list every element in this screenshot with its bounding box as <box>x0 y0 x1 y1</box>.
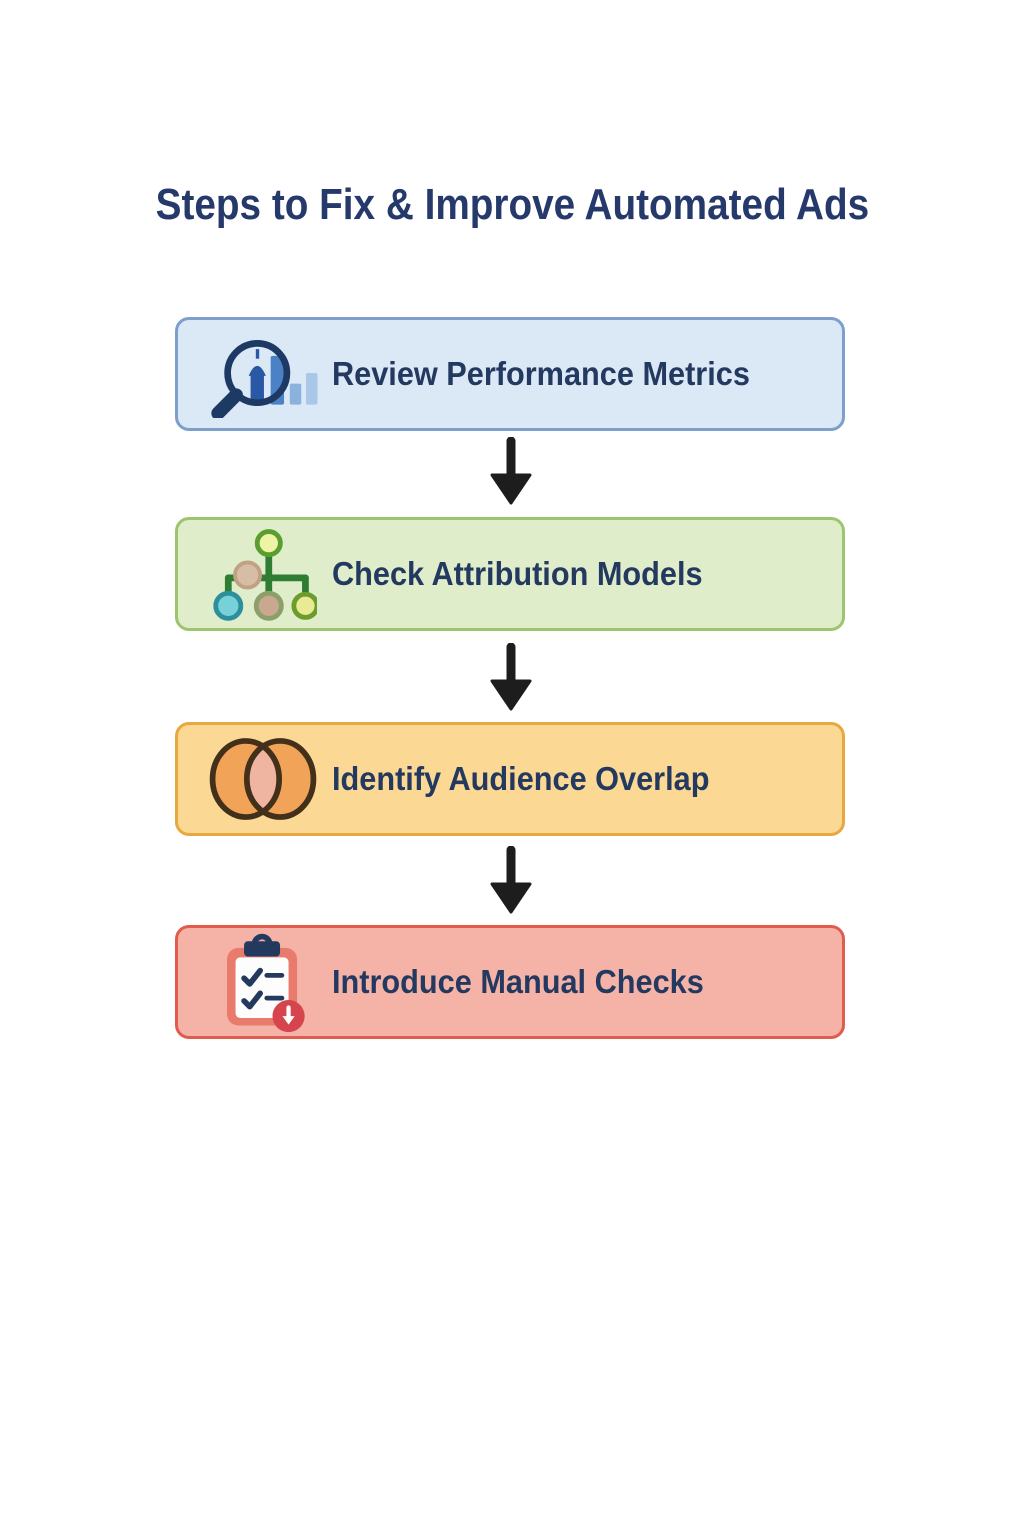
step-review-performance-metrics: Review Performance Metrics <box>175 317 845 431</box>
step-identify-audience-overlap: Identify Audience Overlap <box>175 722 845 836</box>
down-arrow-icon <box>487 643 535 713</box>
step-check-attribution-models: Check Attribution Models <box>175 517 845 631</box>
clipboard-checklist-icon <box>204 929 322 1035</box>
step-label-text: Introduce Manual Checks <box>332 963 704 1000</box>
down-arrow-icon <box>487 846 535 916</box>
magnifier-bar-chart-icon <box>204 330 322 418</box>
step-label-text: Identify Audience Overlap <box>332 760 710 797</box>
page-title-text: Steps to Fix & Improve Automated Ads <box>155 180 869 229</box>
step-label: Check Attribution Models <box>332 555 730 593</box>
step-label-text: Review Performance Metrics <box>332 355 750 392</box>
step-label: Identify Audience Overlap <box>332 760 738 798</box>
down-arrow-icon <box>487 437 535 507</box>
step-label: Introduce Manual Checks <box>332 963 732 1001</box>
step-label: Review Performance Metrics <box>332 355 781 393</box>
step-introduce-manual-checks: Introduce Manual Checks <box>175 925 845 1039</box>
page-title: Steps to Fix & Improve Automated Ads <box>0 176 1024 234</box>
step-label-text: Check Attribution Models <box>332 555 703 592</box>
attribution-tree-icon <box>204 527 322 621</box>
venn-overlap-icon <box>204 735 322 823</box>
